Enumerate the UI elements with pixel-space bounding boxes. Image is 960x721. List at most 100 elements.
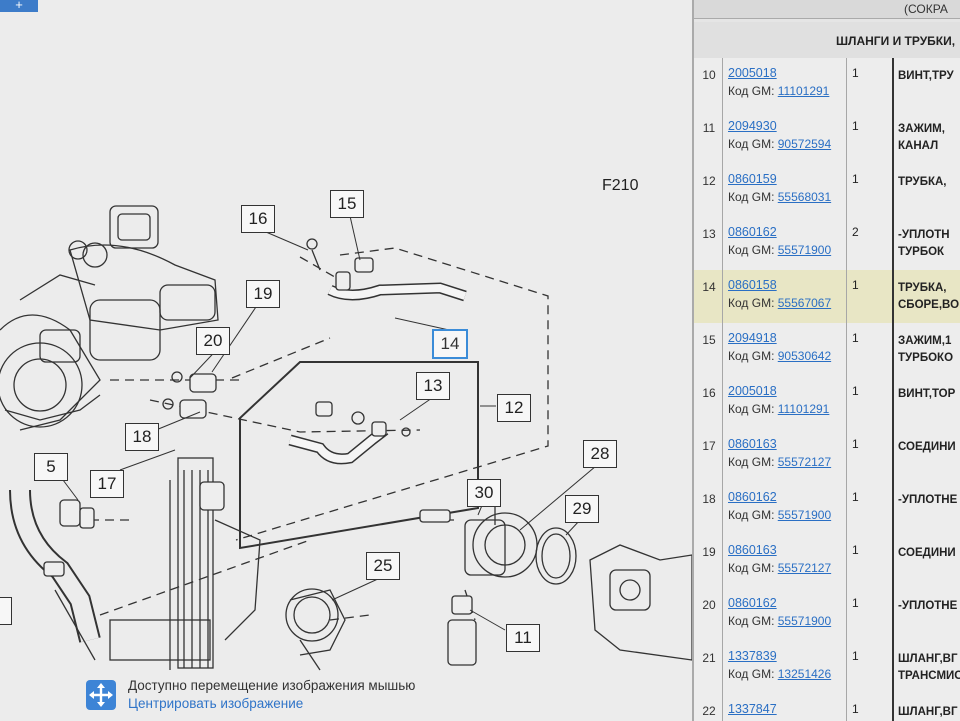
part-number-link[interactable]: 0860162 bbox=[728, 490, 777, 504]
gm-code: Код GM: 90530642 bbox=[728, 349, 831, 363]
table-header-text: (СОКРА bbox=[904, 2, 948, 16]
row-number: 18 bbox=[702, 492, 716, 506]
gm-code-link[interactable]: 55567067 bbox=[777, 296, 832, 310]
row-number: 11 bbox=[702, 121, 716, 135]
quantity: 1 bbox=[852, 490, 859, 504]
section-title-text: ШЛАНГИ И ТРУБКИ, bbox=[836, 34, 956, 48]
gm-code-link[interactable]: 90572594 bbox=[777, 137, 832, 151]
gm-code-link[interactable]: 11101291 bbox=[777, 402, 830, 416]
callout-5[interactable]: 5 bbox=[34, 453, 68, 481]
center-image-link[interactable]: Центрировать изображение bbox=[128, 696, 304, 711]
quantity: 1 bbox=[852, 119, 859, 133]
part-description-line1: ВИНТ,ТРУ bbox=[898, 70, 954, 82]
gm-code-link[interactable]: 55571900 bbox=[777, 614, 832, 628]
callout-28[interactable]: 28 bbox=[583, 440, 617, 468]
parts-diagram-panel[interactable]: + F210 16 15 19 20 14 13 12 18 5 17 28 3… bbox=[0, 0, 692, 721]
part-description-line2: ТРАНСМИС bbox=[898, 670, 960, 682]
parts-diagram bbox=[0, 205, 692, 671]
callout-20[interactable]: 20 bbox=[196, 327, 230, 355]
gm-code-label: Код GM: bbox=[728, 349, 775, 363]
row-number: 10 bbox=[702, 68, 716, 82]
zoom-in-button[interactable]: + bbox=[0, 0, 38, 12]
gm-code: Код GM: 55571900 bbox=[728, 508, 831, 522]
callout-29[interactable]: 29 bbox=[565, 495, 599, 523]
gm-code-label: Код GM: bbox=[728, 455, 775, 469]
row-number: 16 bbox=[702, 386, 716, 400]
part-number-link[interactable]: 1337847 bbox=[728, 702, 777, 716]
quantity: 1 bbox=[852, 331, 859, 345]
quantity: 1 bbox=[852, 649, 859, 663]
part-description: ШЛАНГ,ВГ bbox=[898, 704, 957, 721]
gm-code-link[interactable]: 55571900 bbox=[777, 243, 832, 257]
callout-13[interactable]: 13 bbox=[416, 372, 450, 400]
gm-code: Код GM: 55572127 bbox=[728, 455, 831, 469]
row-number: 17 bbox=[702, 439, 716, 453]
part-number-link[interactable]: 0860159 bbox=[728, 172, 777, 186]
gm-code-label: Код GM: bbox=[728, 402, 775, 416]
part-description: ЗАЖИМ,КАНАЛ bbox=[898, 121, 945, 155]
gm-code-link[interactable]: 55572127 bbox=[777, 455, 832, 469]
callout-30[interactable]: 30 bbox=[467, 479, 501, 507]
gm-code-link[interactable]: 13251426 bbox=[777, 667, 832, 681]
callout-17[interactable]: 17 bbox=[90, 470, 124, 498]
part-number-link[interactable]: 2005018 bbox=[728, 384, 777, 398]
part-number-link[interactable]: 0860162 bbox=[728, 225, 777, 239]
callout-25[interactable]: 25 bbox=[366, 552, 400, 580]
quantity: 1 bbox=[852, 596, 859, 610]
callout-leader-lines bbox=[59, 215, 597, 631]
part-description: СОЕДИНИ bbox=[898, 439, 956, 456]
gm-code-link[interactable]: 11101291 bbox=[777, 84, 830, 98]
part-description-line1: -УПЛОТНЕ bbox=[898, 600, 958, 612]
row-number: 19 bbox=[702, 545, 716, 559]
row-number: 12 bbox=[702, 174, 716, 188]
quantity: 1 bbox=[852, 702, 859, 716]
callout-12[interactable]: 12 bbox=[497, 394, 531, 422]
callout-14[interactable]: 14 bbox=[432, 329, 468, 359]
radiator-drawing bbox=[109, 457, 261, 670]
gm-code-link[interactable]: 90530642 bbox=[777, 349, 832, 363]
part-number-link[interactable]: 2005018 bbox=[728, 66, 777, 80]
row-number: 21 bbox=[702, 651, 716, 665]
part-description-line2: ТУРБОК bbox=[898, 246, 945, 258]
part-description: ВИНТ,ТРУ bbox=[898, 68, 954, 85]
pipe-12-box bbox=[239, 361, 479, 550]
row-number: 15 bbox=[702, 333, 716, 347]
part-number-link[interactable]: 2094930 bbox=[728, 119, 777, 133]
gm-code-link[interactable]: 55572127 bbox=[777, 561, 832, 575]
part-number-link[interactable]: 0860162 bbox=[728, 596, 777, 610]
quantity: 1 bbox=[852, 278, 859, 292]
part-number-link[interactable]: 0860163 bbox=[728, 543, 777, 557]
callout-19[interactable]: 19 bbox=[246, 280, 280, 308]
part-description-line2: ТУРБОКО bbox=[898, 352, 954, 364]
callout-6[interactable]: 6 bbox=[0, 597, 12, 625]
part-number-link[interactable]: 0860163 bbox=[728, 437, 777, 451]
gm-code-label: Код GM: bbox=[728, 667, 775, 681]
gm-code-link[interactable]: 55571900 bbox=[777, 508, 832, 522]
gm-code: Код GM: 13251426 bbox=[728, 667, 831, 681]
callout-18[interactable]: 18 bbox=[125, 423, 159, 451]
row-number: 22 bbox=[702, 704, 716, 718]
part-number-link[interactable]: 2094918 bbox=[728, 331, 777, 345]
part-number-link[interactable]: 0860158 bbox=[728, 278, 777, 292]
callout-11[interactable]: 11 bbox=[506, 624, 540, 652]
gm-code: Код GM: 55571900 bbox=[728, 614, 831, 628]
callout-15[interactable]: 15 bbox=[330, 190, 364, 218]
part-number-link[interactable]: 1337839 bbox=[728, 649, 777, 663]
gm-code-label: Код GM: bbox=[728, 137, 775, 151]
gm-code-link[interactable]: 55568031 bbox=[777, 190, 832, 204]
hose-5-drawing bbox=[9, 489, 101, 661]
callout-16[interactable]: 16 bbox=[241, 205, 275, 233]
